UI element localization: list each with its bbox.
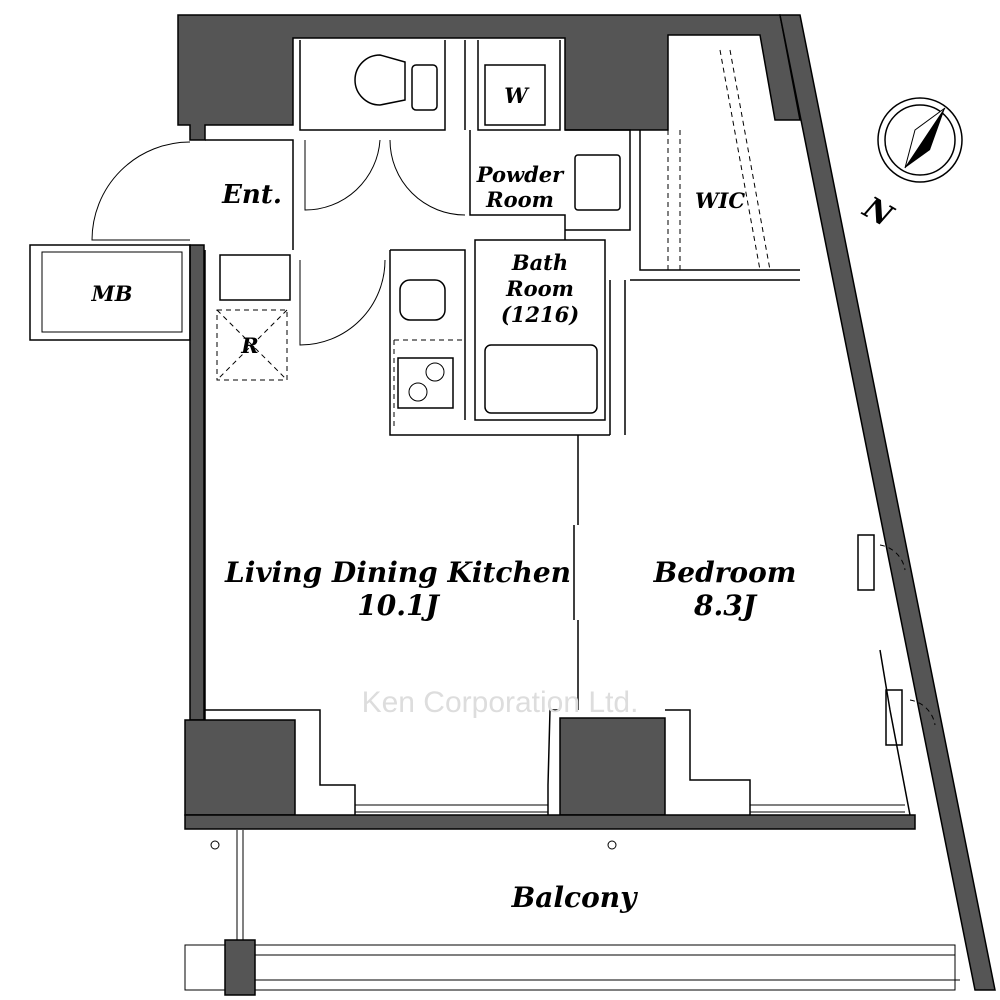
burner (425, 362, 445, 382)
toilet-tank (411, 64, 438, 111)
wic-shelves (667, 49, 771, 271)
column-left (184, 719, 296, 816)
bathtub (484, 344, 598, 414)
balcony-railing (184, 944, 956, 991)
label-powder-room-2: Room (485, 187, 554, 212)
kitchen-sink (399, 279, 446, 321)
label-balcony: Balcony (511, 881, 639, 914)
watermark: Ken Corporation Ltd. (362, 686, 639, 719)
top-wall (177, 14, 801, 141)
window-ldk (355, 804, 548, 813)
powder-sink (574, 154, 621, 211)
label-refrigerator: R (240, 333, 258, 358)
interior-walls (204, 40, 911, 816)
fridge-space (216, 309, 288, 381)
burner (408, 382, 428, 402)
side-window-1 (857, 534, 875, 591)
north-label: N (856, 190, 899, 235)
washer-pan (484, 64, 546, 126)
balcony-partition (236, 830, 244, 940)
meter-box-inner (41, 251, 183, 333)
label-bath: Bath (511, 250, 568, 275)
stove (397, 357, 454, 409)
toilet-bowl (354, 54, 406, 106)
label-bath-2: Room (505, 276, 574, 301)
label-entrance: Ent. (221, 180, 282, 210)
partition-ldk-bedroom (573, 435, 579, 710)
label-bath-size: (1216) (501, 302, 579, 327)
column-center (559, 717, 666, 816)
label-meter-box: MB (91, 281, 133, 306)
label-wic: WIC (695, 188, 745, 213)
right-exterior-wall (779, 14, 996, 991)
label-ldk-size: 10.1J (357, 589, 440, 622)
side-window-swing (909, 699, 936, 726)
balcony-post (224, 939, 256, 996)
left-wall (189, 244, 205, 721)
drain (210, 840, 220, 850)
entry-door-swing (91, 141, 191, 241)
side-window-2 (885, 689, 903, 746)
bottom-wall (184, 814, 916, 830)
label-powder-room: Powder (476, 162, 565, 187)
shoe-cabinet (219, 254, 291, 301)
meter-box (29, 244, 191, 341)
door-ldk (299, 259, 386, 346)
label-bedroom-size: 8.3J (693, 589, 758, 622)
drain (607, 840, 617, 850)
balcony-railing-lines (255, 954, 960, 981)
door-powder (389, 139, 466, 216)
fridge-cross (216, 309, 288, 381)
side-window-swing (879, 544, 906, 571)
door-toilet (304, 139, 381, 211)
label-washer: W (504, 83, 530, 108)
compass: N (856, 97, 963, 235)
label-bedroom: Bedroom (653, 556, 797, 589)
label-ldk: Living Dining Kitchen (224, 556, 571, 589)
counter-line (393, 339, 465, 430)
window-bedroom (750, 804, 905, 813)
